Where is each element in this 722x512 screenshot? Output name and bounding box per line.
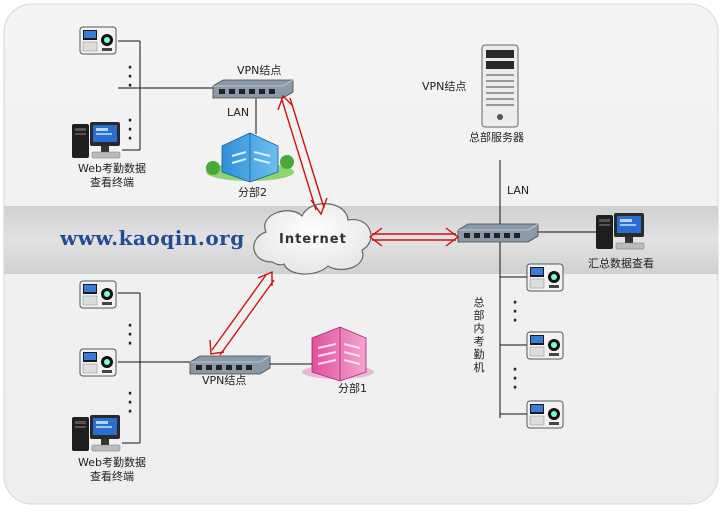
- attendance-machine: [526, 331, 564, 360]
- web-terminal-label: Web考勤数据 查看终端: [64, 162, 160, 190]
- vpn-node-label: VPN结点: [422, 80, 467, 93]
- internet-cloud-icon: [253, 203, 372, 275]
- vpn-node-label: VPN结点: [202, 374, 247, 387]
- web-terminal-line1: Web考勤数据: [78, 456, 146, 469]
- ellipsis-dots: ···: [127, 318, 133, 352]
- computer-icon: [595, 212, 645, 250]
- building-icon-branch1: [302, 326, 374, 382]
- attendance-machine: [79, 280, 117, 309]
- lan-label: LAN: [507, 184, 530, 197]
- branch2-wiring: [118, 40, 257, 151]
- computer-icon: [71, 414, 121, 452]
- hq-server-label: 总部服务器: [469, 131, 524, 144]
- internet-label: Internet: [279, 232, 347, 247]
- lan-label: LAN: [227, 106, 250, 119]
- attendance-machine: [526, 263, 564, 292]
- vpn-switch-branch2: [212, 79, 294, 99]
- server-icon: [481, 44, 519, 128]
- vpn-node-label: VPN结点: [237, 64, 282, 77]
- branch2-label: 分部2: [238, 186, 267, 199]
- web-terminal-line2: 查看终端: [90, 176, 134, 189]
- branch1-label: 分部1: [338, 382, 367, 395]
- branch1-wiring: [118, 292, 316, 444]
- ellipsis-dots: ···: [512, 295, 518, 329]
- computer-icon: [71, 121, 121, 159]
- ellipsis-dots: ···: [127, 386, 133, 420]
- web-terminal-line1: Web考勤数据: [78, 162, 146, 175]
- web-terminal-line2: 查看终端: [90, 470, 134, 483]
- vpn-switch-branch1: [189, 355, 271, 375]
- ellipsis-dots: ···: [512, 362, 518, 396]
- vpn-links: [209, 94, 460, 356]
- attendance-machine: [526, 400, 564, 429]
- summary-view-label: 汇总数据查看: [588, 257, 654, 270]
- hq-attendance-label: 总部内考勤机: [473, 296, 485, 374]
- building-icon-branch2: [206, 132, 294, 183]
- attendance-machine: [79, 348, 117, 377]
- website-url[interactable]: www.kaoqin.org: [60, 226, 245, 250]
- vpn-switch-hq: [457, 223, 539, 243]
- ellipsis-dots: ···: [127, 60, 133, 94]
- web-terminal-label: Web考勤数据 查看终端: [64, 456, 160, 484]
- attendance-machine: [79, 26, 117, 55]
- hq-wiring: [499, 160, 598, 418]
- ellipsis-dots: ···: [127, 113, 133, 147]
